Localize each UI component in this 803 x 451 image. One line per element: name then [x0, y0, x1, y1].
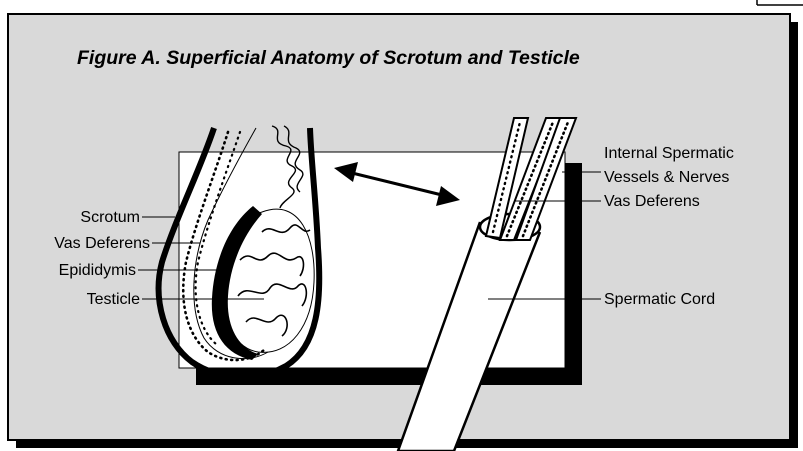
- label-testicle: Testicle: [87, 291, 140, 308]
- label-scrotum: Scrotum: [80, 209, 140, 226]
- label-internal-spermatic-line2: Vessels & Nerves: [604, 169, 729, 186]
- label-internal-spermatic-line1: Internal Spermatic: [604, 145, 734, 162]
- label-vas-deferens-left: Vas Deferens: [54, 235, 150, 252]
- label-epididymis: Epididymis: [59, 262, 136, 279]
- label-vas-deferens-right: Vas Deferens: [604, 193, 700, 210]
- figure-title: Figure A. Superficial Anatomy of Scrotum…: [77, 47, 580, 69]
- label-spermatic-cord: Spermatic Cord: [604, 291, 715, 308]
